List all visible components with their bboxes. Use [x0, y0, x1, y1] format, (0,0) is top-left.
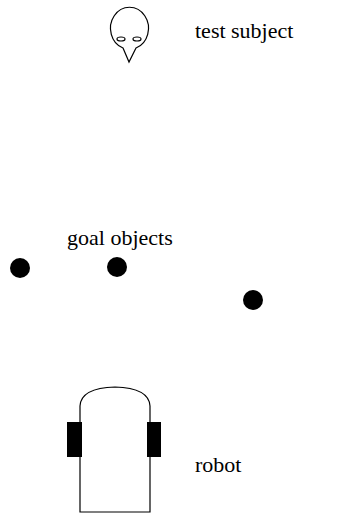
- robot-wheel: [67, 422, 82, 457]
- head-outline: [110, 7, 148, 62]
- goal-dots: [10, 257, 263, 310]
- eye: [117, 37, 125, 41]
- goal-dot: [243, 290, 263, 310]
- figure-label: test subject: [195, 20, 293, 42]
- eye: [133, 37, 141, 41]
- robot-body: [80, 387, 150, 512]
- goal-dot: [107, 257, 127, 277]
- figure-label: goal objects: [67, 227, 173, 249]
- figure-label: robot: [195, 454, 241, 476]
- robot-wheel: [147, 422, 161, 457]
- goal-dot: [10, 258, 30, 278]
- robot-figure: [67, 387, 161, 512]
- head-figure: [110, 7, 148, 62]
